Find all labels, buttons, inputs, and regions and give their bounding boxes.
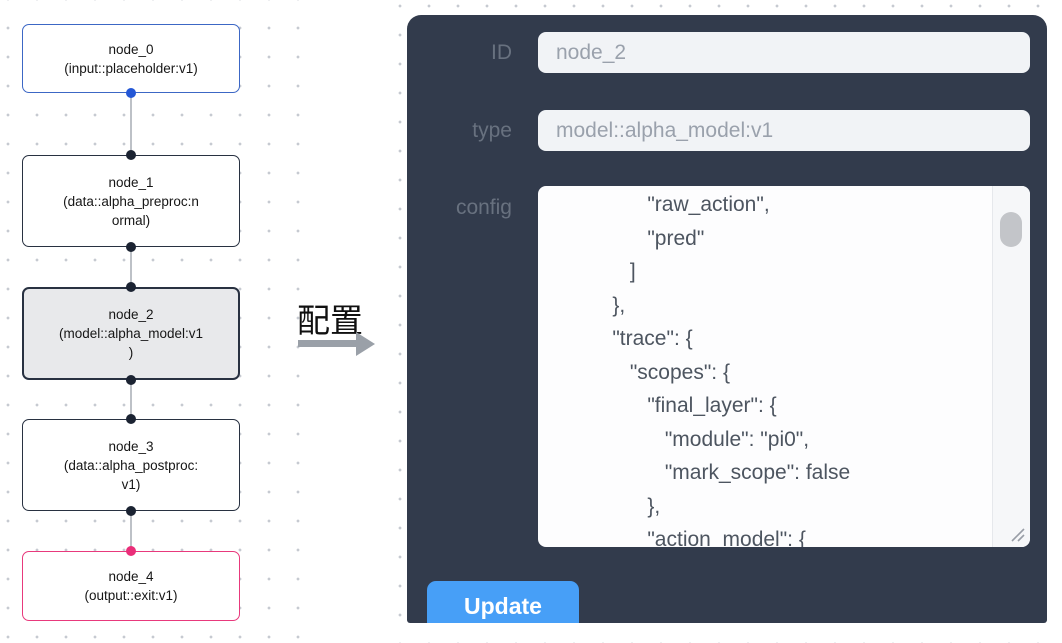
resize-grip-icon[interactable] bbox=[1009, 526, 1027, 544]
type-field-label: type bbox=[472, 119, 512, 142]
port-node_1-output[interactable] bbox=[126, 242, 136, 252]
port-node_0-output[interactable] bbox=[126, 88, 136, 98]
port-node_3-output[interactable] bbox=[126, 506, 136, 516]
type-input[interactable] bbox=[538, 110, 1030, 151]
id-field-label: ID bbox=[491, 41, 512, 64]
node-subtitle: (output::exit:v1) bbox=[84, 588, 178, 603]
port-node_2-output[interactable] bbox=[126, 375, 136, 385]
port-node_2-input[interactable] bbox=[126, 282, 136, 292]
id-input[interactable] bbox=[538, 32, 1030, 73]
config-json-editor[interactable]: "raw_action", "pred" ] }, "trace": { "sc… bbox=[538, 186, 1030, 547]
node-title: node_1 bbox=[108, 174, 154, 190]
config-field-label: config bbox=[455, 196, 512, 219]
config-json-text[interactable]: "raw_action", "pred" ] }, "trace": { "sc… bbox=[612, 193, 851, 547]
node-title: node_0 bbox=[108, 41, 154, 57]
node-config-panel: ID type config "raw_action", "pred" ] },… bbox=[407, 15, 1047, 623]
node-node_3[interactable]: node_3 (data::alpha_postproc: v1) bbox=[22, 419, 240, 511]
node-subtitle: (input::placeholder:v1) bbox=[64, 60, 198, 76]
node-title: node_4 bbox=[108, 569, 154, 584]
configure-arrow-icon bbox=[298, 340, 356, 347]
configure-label: 配置 bbox=[297, 302, 363, 339]
edge-node1-node2 bbox=[130, 247, 132, 287]
port-node_3-input[interactable] bbox=[126, 414, 136, 424]
editor-scrollbar[interactable] bbox=[992, 186, 1030, 547]
node-node_2-selected[interactable]: node_2 (model::alpha_model:v1 ) bbox=[22, 287, 240, 380]
node-title: node_3 bbox=[108, 438, 154, 454]
edge-node3-node4 bbox=[130, 511, 132, 551]
edge-node0-node1 bbox=[130, 93, 132, 155]
node-subtitle: (data::alpha_postproc: v1) bbox=[63, 457, 199, 492]
scrollbar-thumb[interactable] bbox=[1000, 212, 1022, 247]
node-node_0[interactable]: node_0 (input::placeholder:v1) bbox=[22, 24, 240, 93]
port-node_4-input[interactable] bbox=[126, 546, 136, 556]
update-button[interactable]: Update bbox=[427, 581, 579, 623]
node-title: node_2 bbox=[108, 307, 154, 322]
port-node_1-input[interactable] bbox=[126, 150, 136, 160]
node-subtitle: (model::alpha_model:v1 ) bbox=[58, 326, 204, 360]
node-node_4[interactable]: node_4 (output::exit:v1) bbox=[22, 551, 240, 621]
node-node_1[interactable]: node_1 (data::alpha_preproc:n ormal) bbox=[22, 155, 240, 247]
configure-arrowhead-icon bbox=[356, 332, 375, 356]
node-subtitle: (data::alpha_preproc:n ormal) bbox=[63, 193, 199, 228]
edge-node2-node3 bbox=[130, 380, 132, 419]
